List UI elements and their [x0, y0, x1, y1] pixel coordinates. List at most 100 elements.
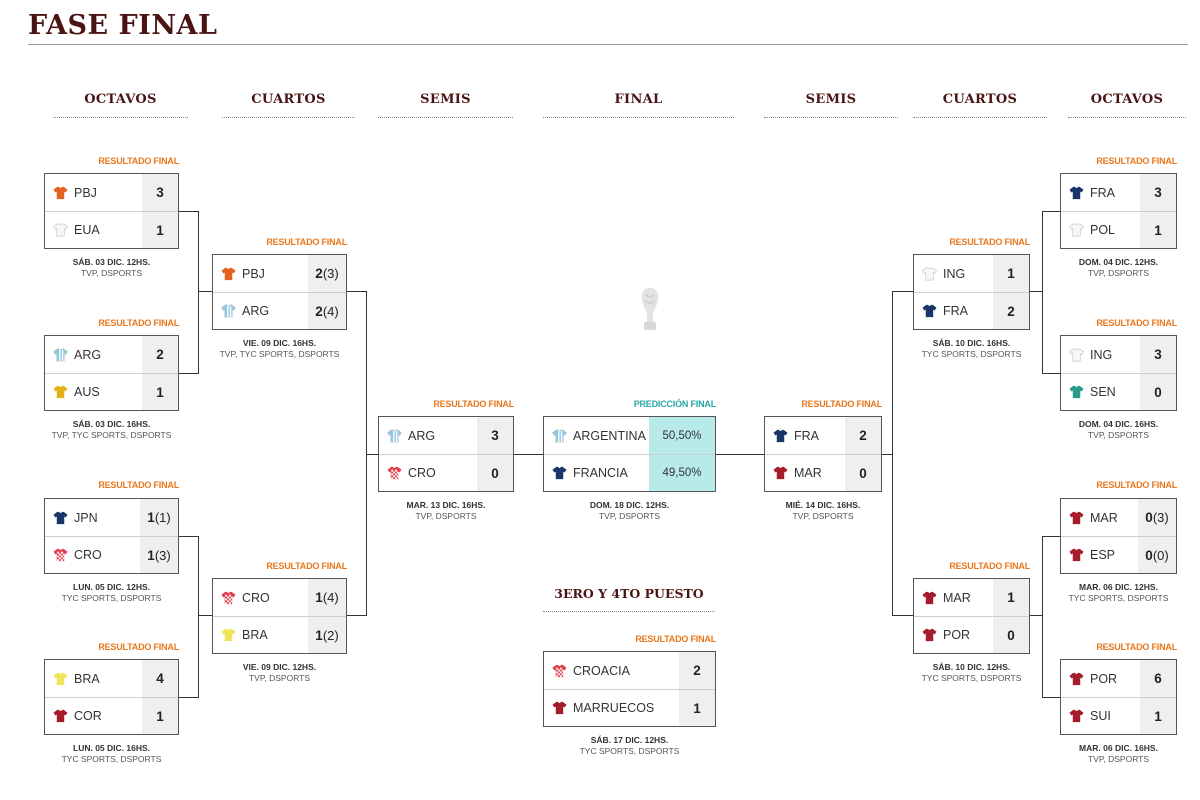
- team-name: ESP: [1090, 548, 1116, 562]
- match-schedule: SÁB. 03 DIC. 12HS.TVP, DSPORTS: [29, 257, 194, 279]
- round-header-cuartos-left: CUARTOS: [222, 92, 355, 118]
- win-probability: 49,50%: [649, 455, 715, 491]
- match-schedule: MAR. 13 DIC. 16HS.TVP, DSPORTS: [363, 500, 529, 522]
- penalty-score: (2): [322, 627, 339, 643]
- connector-line: [892, 291, 913, 292]
- round-header-semis-left: SEMIS: [378, 92, 513, 118]
- team-shirt-icon: [53, 511, 68, 524]
- team-name: SEN: [1090, 385, 1116, 399]
- team-shirt-icon: [221, 591, 236, 604]
- score-cell: 0: [993, 617, 1029, 653]
- match-schedule: MIÉ. 14 DIC. 16HS.TVP, DSPORTS: [749, 500, 897, 522]
- penalty-score: (4): [322, 590, 339, 605]
- team-name: ARG: [408, 428, 436, 443]
- connector-line: [179, 211, 198, 212]
- connector-line: [347, 291, 366, 292]
- team-shirt-icon: [53, 548, 68, 562]
- team-name: FRANCIA: [573, 466, 628, 480]
- result-status-label: RESULTADO FINAL: [98, 642, 179, 652]
- match-date: MIÉ. 14 DIC. 16HS.: [785, 500, 861, 510]
- team-shirt-icon: [53, 223, 68, 237]
- match-date: DOM. 04 DIC. 16HS.: [1078, 419, 1159, 429]
- match-schedule: VIE. 09 DIC. 16HS.TVP, TYC SPORTS, DSPOR…: [197, 338, 362, 360]
- score-value: 1: [147, 510, 155, 525]
- result-status-label: RESULTADO FINAL: [98, 156, 179, 166]
- penalty-score: (3): [1152, 510, 1169, 525]
- result-status-label: RESULTADO FINAL: [1096, 642, 1177, 652]
- score-value: 1: [315, 627, 323, 643]
- team-shirt-icon: [1069, 223, 1084, 237]
- team-name: EUA: [74, 223, 100, 237]
- team-shirt-icon: [1069, 548, 1084, 562]
- score-cell: 1: [142, 374, 178, 410]
- team-shirt-icon: [387, 429, 402, 442]
- tv-channels: TVP, DSPORTS: [1087, 268, 1150, 278]
- score-cell: 2: [679, 652, 715, 689]
- match-schedule: MAR. 06 DIC. 16HS.TVP, DSPORTS: [1045, 743, 1192, 765]
- team-name: FRA: [1090, 185, 1115, 200]
- team-name: CRO: [408, 466, 436, 480]
- match-date: SÁB. 10 DIC. 12HS.: [932, 662, 1011, 672]
- team-name: MARRUECOS: [573, 701, 655, 715]
- score-value: 0: [1145, 547, 1153, 563]
- connector-line: [1042, 373, 1060, 374]
- team-name: ARG: [242, 304, 270, 318]
- match-date: MAR. 06 DIC. 16HS.: [1079, 743, 1158, 753]
- score-value: 1: [156, 384, 164, 400]
- team-name: FRA: [794, 428, 819, 443]
- match-schedule: SÁB. 17 DIC. 12HS.TYC SPORTS, DSPORTS: [528, 735, 731, 757]
- connector-line: [198, 291, 212, 292]
- result-status-label: RESULTADO FINAL: [1096, 156, 1177, 166]
- score-cell: 1: [993, 579, 1029, 616]
- team-shirt-icon: [922, 591, 937, 604]
- score-cell: 0: [477, 455, 513, 491]
- team-name: COR: [74, 709, 102, 723]
- team-shirt-icon: [1069, 709, 1084, 723]
- match-schedule: SÁB. 10 DIC. 16HS.TYC SPORTS, DSPORTS: [898, 338, 1045, 360]
- team-row: EUA 1: [45, 211, 178, 248]
- score-value: 2: [693, 663, 701, 678]
- match-schedule: VIE. 09 DIC. 12HS.TVP, DSPORTS: [197, 662, 362, 684]
- team-name: CRO: [74, 548, 102, 562]
- score-cell: 1: [142, 212, 178, 248]
- score-value: 2: [315, 303, 323, 319]
- match-date: LUN. 05 DIC. 16HS.: [73, 743, 150, 753]
- tv-channels: TYC SPORTS, DSPORTS: [921, 673, 1022, 683]
- team-shirt-icon: [773, 429, 788, 442]
- team-name: ING: [943, 266, 966, 281]
- tv-channels: TYC SPORTS, DSPORTS: [61, 593, 162, 603]
- score-cell: 1(1): [140, 499, 178, 536]
- team-name: POL: [1090, 223, 1116, 237]
- connector-line: [1042, 211, 1060, 212]
- match-date: MAR. 06 DIC. 12HS.: [1079, 582, 1158, 592]
- result-status-label: RESULTADO FINAL: [98, 480, 179, 490]
- connector-line: [1042, 211, 1043, 374]
